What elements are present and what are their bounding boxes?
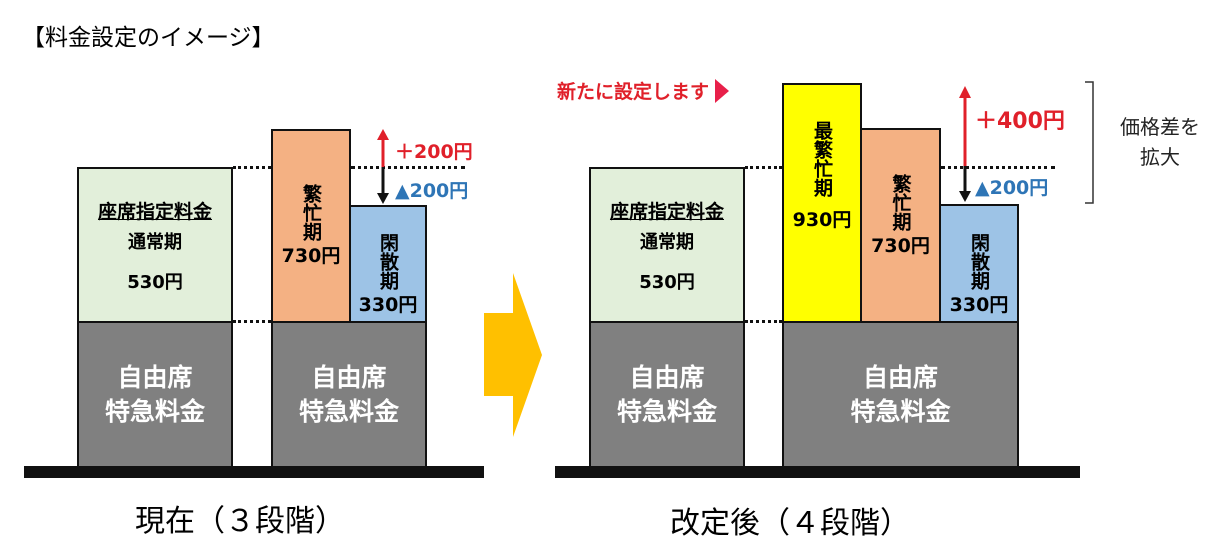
offpeak-price: 330円 [949,294,1009,316]
revised-reserved-box: 座席指定料金 通常期 530円 [589,167,745,323]
down-arrowhead [377,193,389,204]
offpeak-label: 閑散期 [968,233,990,290]
reserved-period: 通常期 [640,231,694,253]
current-offpeak-box: 閑散期 330円 [349,205,427,323]
reserved-price: 530円 [127,271,183,293]
pointer-triangle-icon [715,78,730,103]
busy-price: 730円 [281,245,341,267]
current-baseline [24,466,484,478]
revised-offpeak-box: 閑散期 330円 [939,204,1019,323]
guide-line [233,320,271,323]
busy-price: 730円 [871,235,930,257]
revised-busy-box: 繁忙期 730円 [860,128,941,323]
current-nonreserved-right: 自由席 特急料金 [271,321,427,469]
revised-peak-box: 最繁忙期 930円 [782,83,862,323]
current-busy-box: 繁忙期 730円 [271,129,351,323]
current-diff-down: ▲200円 [395,180,469,202]
current-diff-arrows [377,129,389,204]
current-diff-up: ＋200円 [395,141,473,163]
peak-price: 930円 [792,209,852,231]
reserved-label: 座席指定料金 [97,200,212,223]
new-setting-note: 新たに設定します [557,77,731,104]
revised-diff-down: ▲200円 [975,177,1049,199]
down-arrowhead [959,191,971,202]
diagram-title: 【料金設定のイメージ】 [22,25,275,51]
reserved-period: 通常期 [128,231,182,253]
guide-line [745,320,782,323]
up-arrowhead [377,129,389,140]
up-arrowhead [959,86,971,98]
busy-label: 繁忙期 [889,174,912,231]
current-caption: 現在（３段階） [135,504,345,539]
busy-label: 繁忙期 [300,184,322,241]
revised-baseline [555,466,1080,478]
transition-arrow-icon [484,273,542,437]
current-reserved-box: 座席指定料金 通常期 530円 [77,167,233,323]
current-nonreserved-left: 自由席 特急料金 [77,321,233,469]
bracket-note: 価格差を 拡大 [1120,115,1200,169]
reserved-label: 座席指定料金 [609,200,724,223]
peak-label: 最繁忙期 [811,121,833,197]
revised-nonreserved-right: 自由席 特急料金 [782,321,1019,469]
bracket-icon [1085,81,1094,204]
reserved-price: 530円 [639,271,695,293]
guide-line [745,166,782,169]
offpeak-label: 閑散期 [377,233,399,290]
guide-line [351,166,465,169]
offpeak-price: 330円 [358,294,418,316]
revised-caption: 改定後（４段階） [670,506,910,541]
revised-diff-up: ＋400円 [975,109,1065,134]
revised-diff-arrows [959,86,971,202]
revised-nonreserved-left: 自由席 特急料金 [589,321,745,469]
guide-line [941,166,1055,169]
guide-line [233,166,271,169]
new-setting-label: 新たに設定します [557,81,710,103]
